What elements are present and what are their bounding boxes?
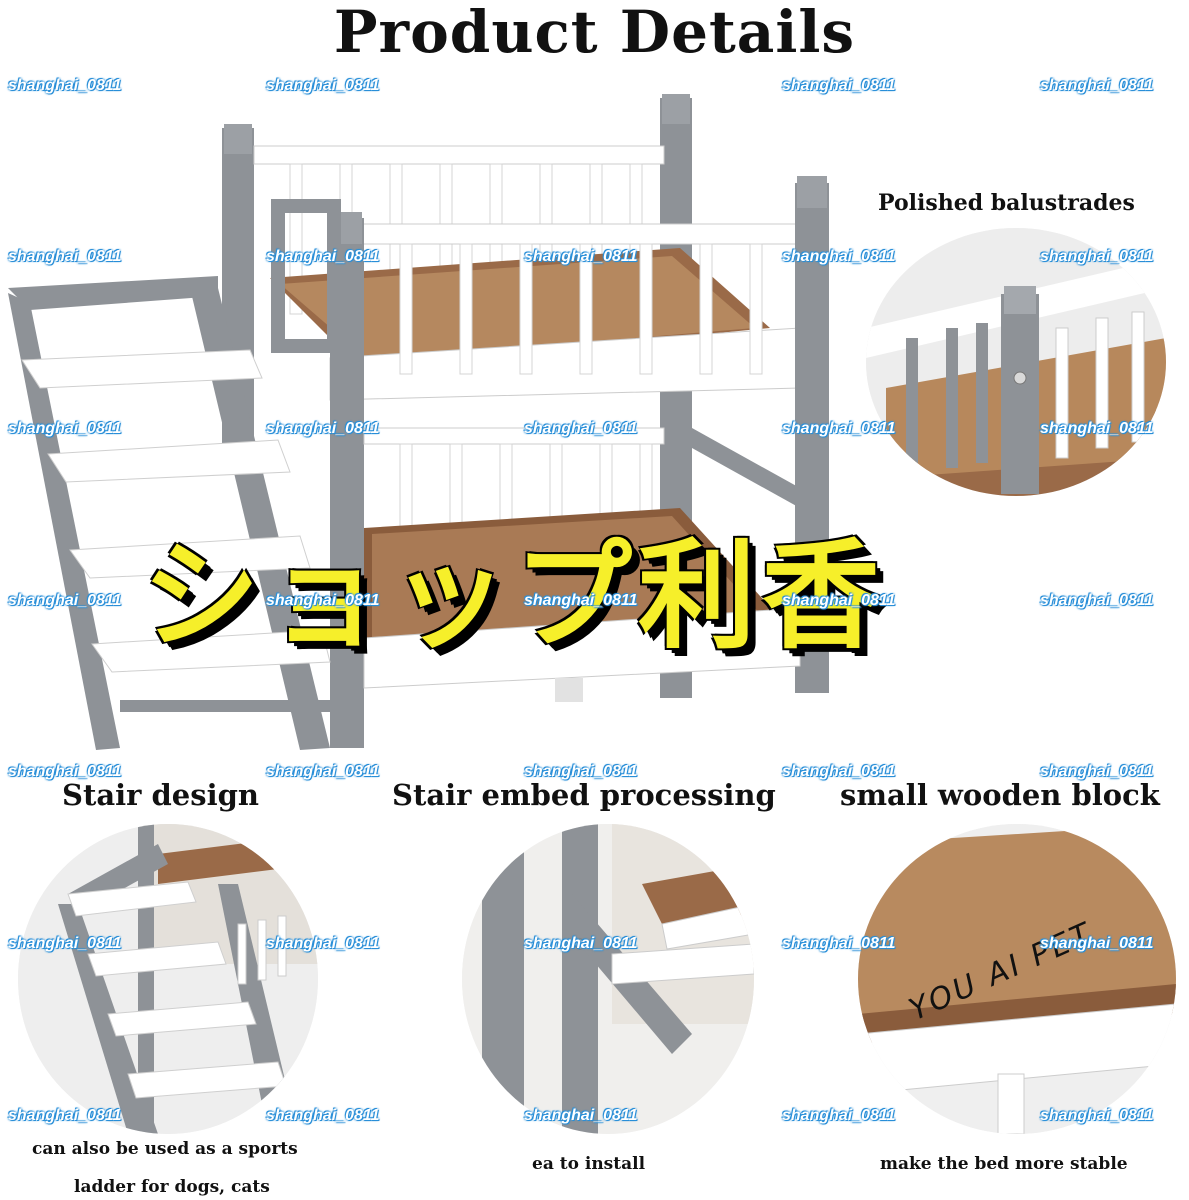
- watermark: shanghai_0811: [8, 248, 122, 265]
- watermark: shanghai_0811: [8, 1107, 122, 1124]
- watermark: shanghai_0811: [1040, 763, 1154, 780]
- stair-caption-line1: can also be used as a sports: [32, 1139, 298, 1159]
- stair-embed-label: Stair embed processing: [392, 778, 776, 812]
- watermark: shanghai_0811: [266, 592, 380, 609]
- watermark: shanghai_0811: [1040, 420, 1154, 437]
- watermark: shanghai_0811: [782, 420, 896, 437]
- watermark: shanghai_0811: [524, 1107, 638, 1124]
- stair-design-label: Stair design: [62, 778, 259, 812]
- watermark: shanghai_0811: [8, 420, 122, 437]
- watermark: shanghai_0811: [782, 77, 896, 94]
- bunk-bed-image: [0, 88, 850, 768]
- watermark: shanghai_0811: [8, 763, 122, 780]
- watermark: shanghai_0811: [8, 935, 122, 952]
- watermark: shanghai_0811: [1040, 1107, 1154, 1124]
- watermark: shanghai_0811: [266, 1107, 380, 1124]
- stair-design-circle: [18, 824, 318, 1134]
- watermark: shanghai_0811: [782, 763, 896, 780]
- watermark: shanghai_0811: [782, 1107, 896, 1124]
- watermark: shanghai_0811: [524, 248, 638, 265]
- watermark: shanghai_0811: [1040, 592, 1154, 609]
- watermark: shanghai_0811: [524, 420, 638, 437]
- watermark: shanghai_0811: [266, 420, 380, 437]
- watermark: shanghai_0811: [782, 248, 896, 265]
- watermark: shanghai_0811: [1040, 935, 1154, 952]
- stair-embed-circle: [462, 824, 754, 1134]
- watermark: shanghai_0811: [8, 592, 122, 609]
- page-title: Product Details: [333, 0, 856, 66]
- watermark: shanghai_0811: [266, 763, 380, 780]
- balustrade-detail-circle: [866, 228, 1166, 496]
- shop-overlay-text: ショップ利香: [142, 527, 887, 665]
- wooden-block-label: small wooden block: [840, 778, 1160, 812]
- watermark: shanghai_0811: [8, 77, 122, 94]
- polished-balustrades-label: Polished balustrades: [878, 190, 1135, 216]
- watermark: shanghai_0811: [782, 592, 896, 609]
- watermark: shanghai_0811: [1040, 77, 1154, 94]
- watermark: shanghai_0811: [524, 935, 638, 952]
- embed-caption: ea to install: [532, 1154, 646, 1174]
- wooden-block-circle: YOU AI PET: [858, 824, 1176, 1134]
- watermark: shanghai_0811: [266, 935, 380, 952]
- stair-caption-line2: ladder for dogs, cats: [74, 1177, 270, 1197]
- block-caption: make the bed more stable: [880, 1154, 1128, 1174]
- watermark: shanghai_0811: [266, 248, 380, 265]
- watermark: shanghai_0811: [266, 77, 380, 94]
- watermark: shanghai_0811: [524, 592, 638, 609]
- watermark: shanghai_0811: [782, 935, 896, 952]
- watermark: shanghai_0811: [1040, 248, 1154, 265]
- watermark: shanghai_0811: [524, 763, 638, 780]
